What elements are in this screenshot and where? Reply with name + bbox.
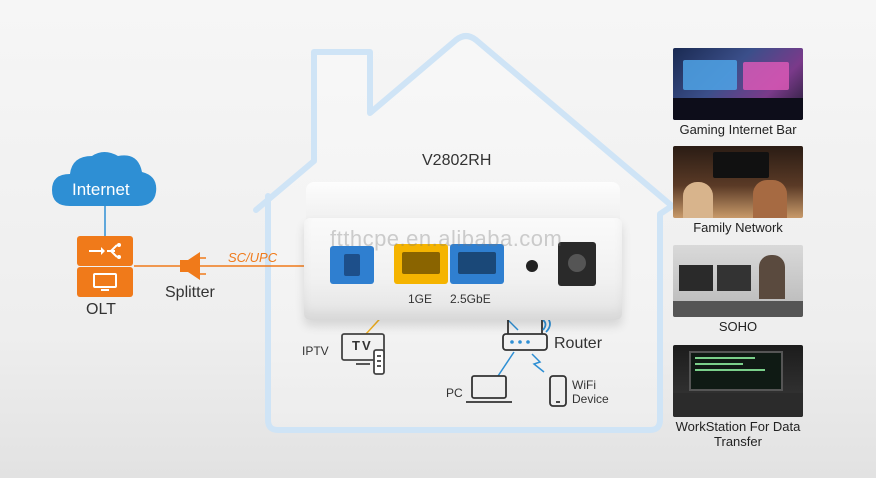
tv-icon: [341, 333, 385, 375]
power-jack: [558, 242, 596, 286]
soho-photo: [673, 245, 803, 317]
olt-label: OLT: [86, 301, 116, 318]
multigig-port-label: 2.5GbE: [450, 292, 491, 306]
splitter-label: Splitter: [165, 284, 215, 301]
iptv-label: IPTV: [302, 344, 329, 358]
pc-link: [497, 351, 515, 377]
fiber-port: [330, 246, 374, 284]
scenario-caption: WorkStation For Data Transfer: [675, 419, 801, 449]
scenario-caption: SOHO: [718, 319, 758, 334]
olt-monitor-icon: [77, 267, 133, 297]
laptop-icon: [466, 375, 512, 403]
workstation-photo: [673, 345, 803, 417]
multigig-ethernet-port: [450, 244, 504, 284]
wifi-device-label: WiFi Device: [572, 378, 609, 406]
scenario-caption: Family Network: [693, 220, 783, 235]
tv-screen-text: TV: [352, 338, 373, 353]
device-front-panel: 1GE 2.5GbE: [304, 218, 622, 320]
wifi-signal: [531, 353, 545, 373]
gaming-bar-photo: [673, 48, 803, 120]
device-model-title: V2802RH: [422, 152, 492, 169]
reset-button: [526, 260, 538, 272]
gigabit-port-label: 1GE: [408, 292, 433, 306]
scenario-caption: Gaming Internet Bar: [679, 122, 797, 137]
splitter-icon: [180, 252, 206, 280]
family-network-photo: [673, 146, 803, 218]
internet-cloud: [52, 152, 157, 206]
phone-icon: [549, 375, 567, 407]
internet-label: Internet: [72, 180, 130, 199]
device-top-shell: [306, 182, 620, 222]
router-label: Router: [554, 335, 603, 352]
fiber-connector-label: SC/UPC: [228, 250, 278, 265]
pc-label: PC: [446, 386, 463, 400]
olt-switch-icon: [77, 236, 133, 266]
gigabit-ethernet-port: [394, 244, 448, 284]
